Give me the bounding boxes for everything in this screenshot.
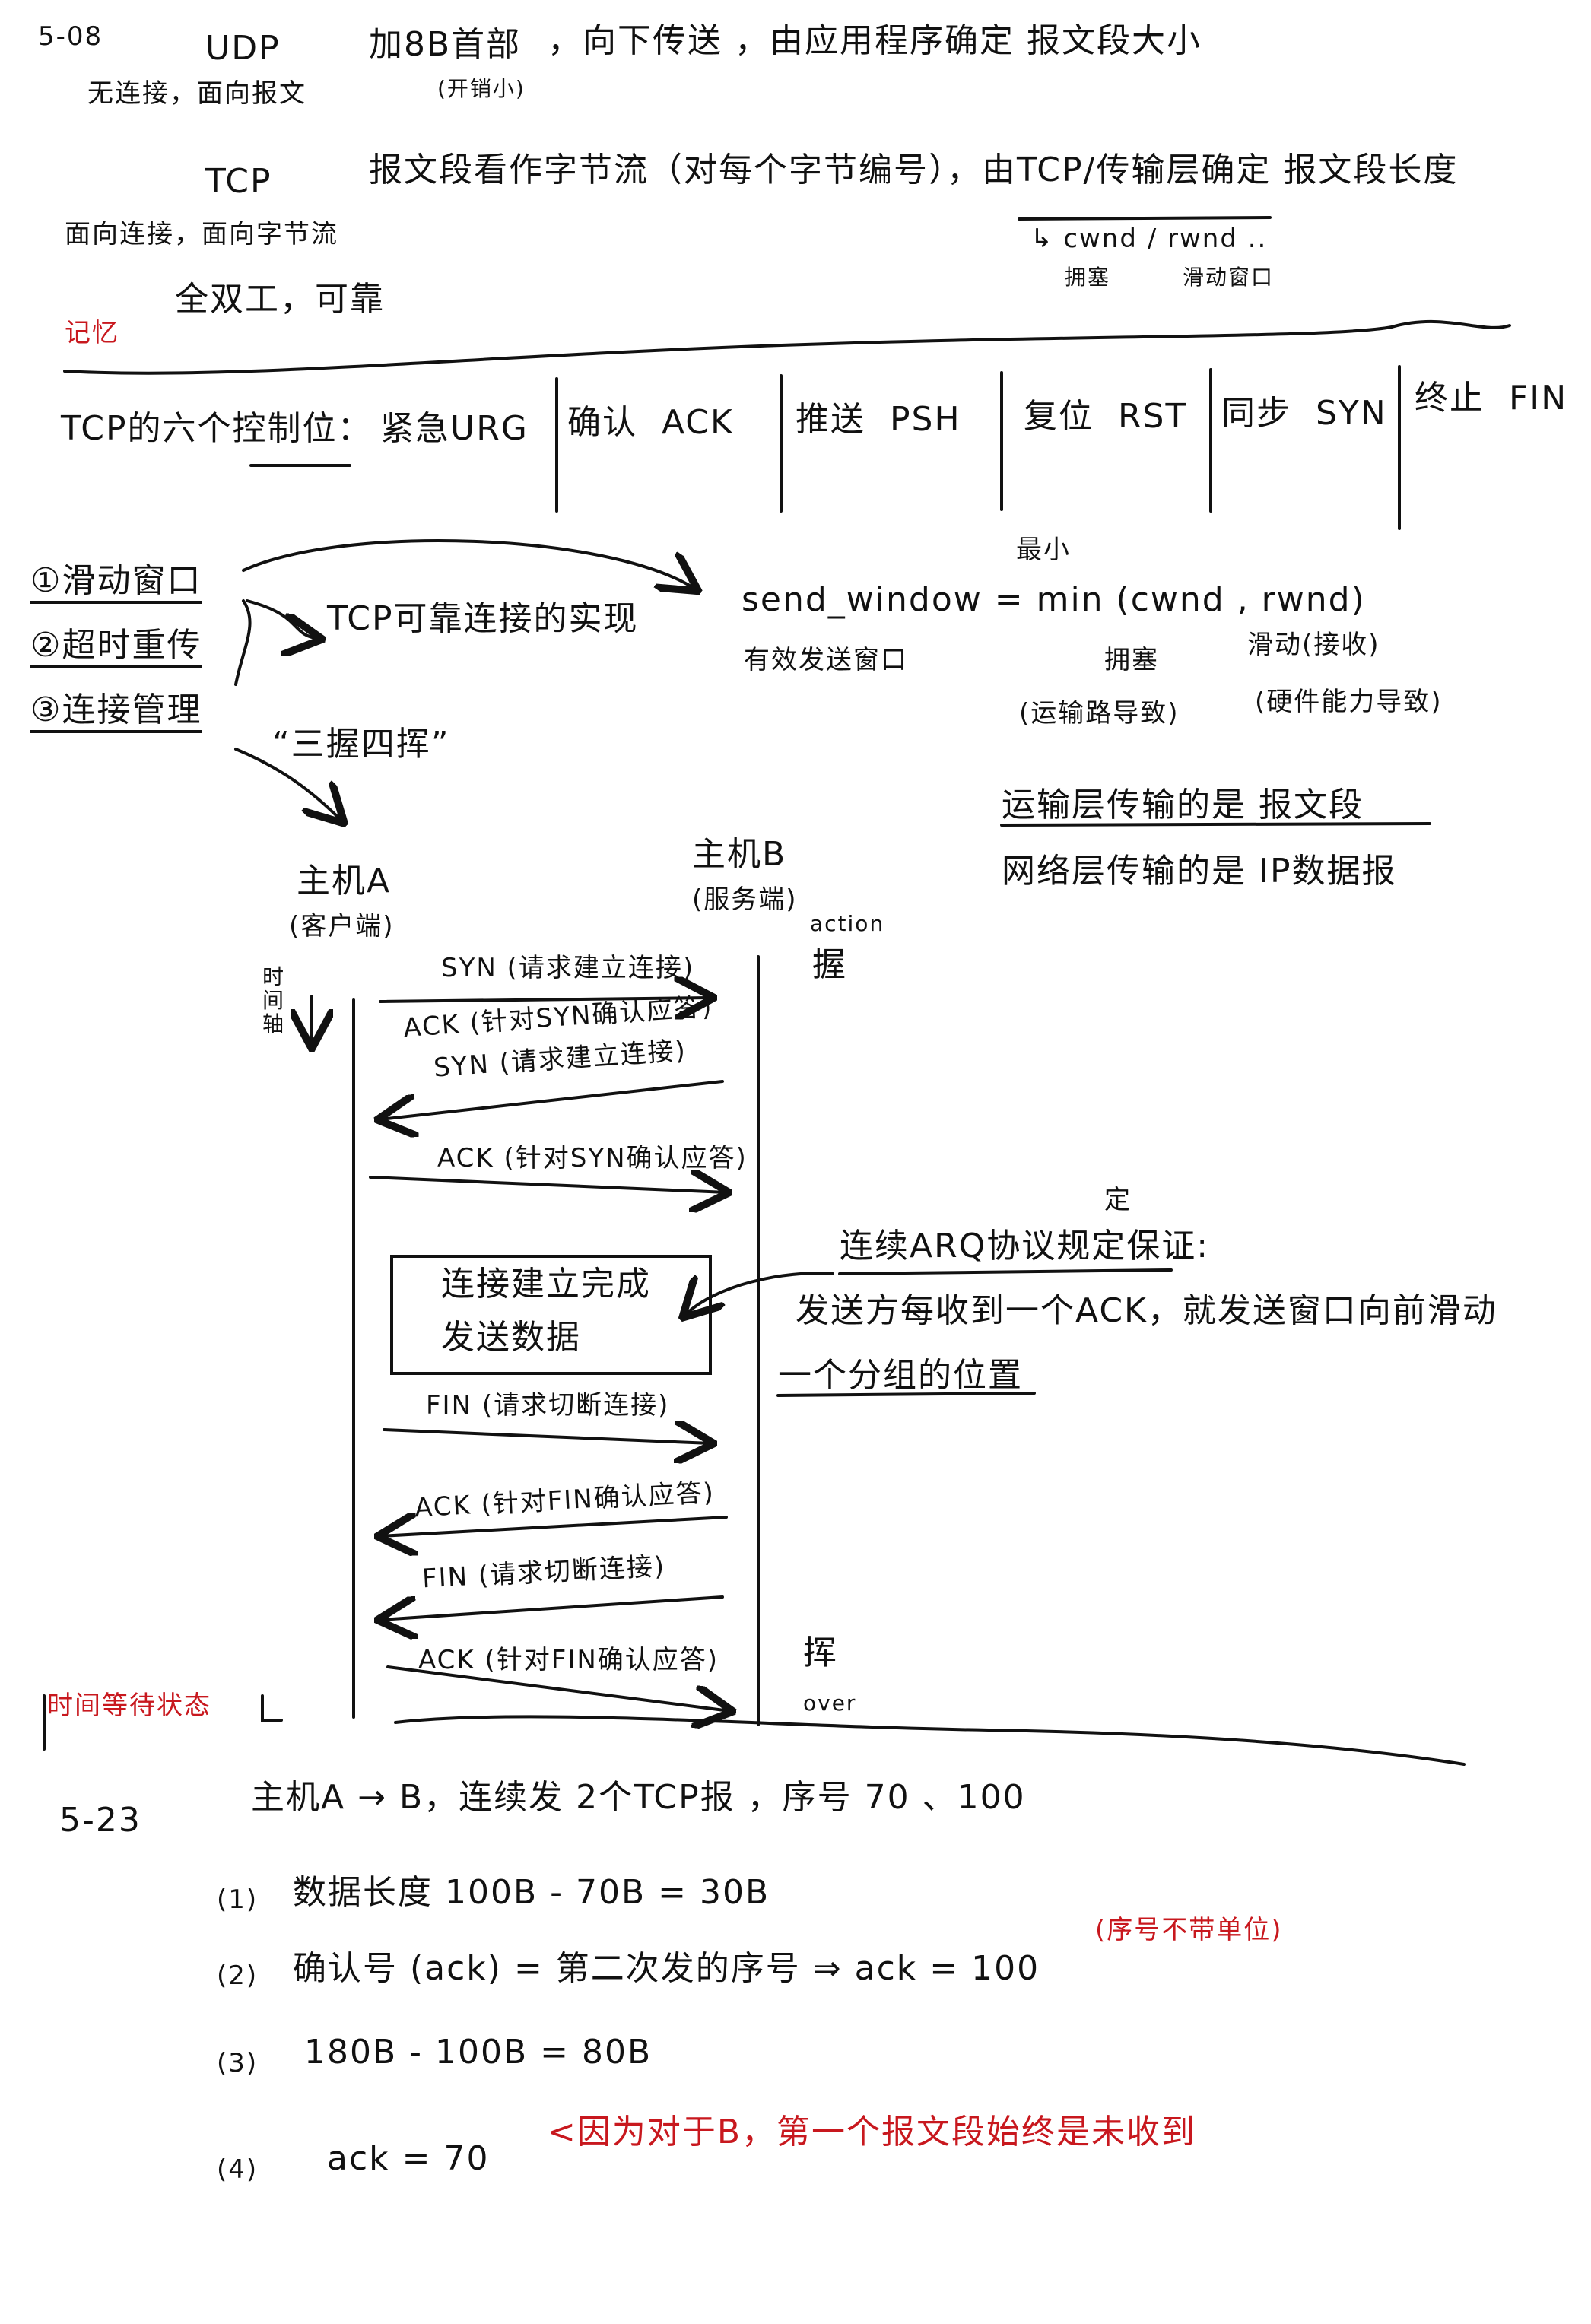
msg-arrow bbox=[369, 1177, 726, 1192]
message-label: ACK (针对FIN确认应答) bbox=[418, 1645, 719, 1675]
arrow-to-summary bbox=[246, 599, 319, 639]
shake-label: 握 bbox=[812, 945, 847, 984]
action-label: action bbox=[810, 911, 885, 936]
answer-text: 数据长度 100B - 70B = 30B bbox=[293, 1873, 770, 1912]
answer-label: (3) bbox=[217, 2048, 259, 2078]
flag-cn: 同步 bbox=[1221, 394, 1291, 433]
answer-text: 确认号 (ack) = 第二次发的序号 ⇒ ack = 100 bbox=[293, 1949, 1040, 1988]
flag-en: FIN bbox=[1508, 379, 1568, 417]
answer-label: (1) bbox=[217, 1884, 259, 1915]
host-a-label: 主机A bbox=[297, 862, 392, 900]
cwnd-cause: (运输路导致) bbox=[1019, 698, 1180, 729]
tcp-windows: ↳ cwnd / rwnd .. bbox=[1030, 224, 1268, 254]
over-label: over bbox=[803, 1691, 857, 1716]
arq-title: 连续ARQ协议规定保证: bbox=[840, 1227, 1210, 1265]
answer-text: ack = 70 bbox=[327, 2139, 490, 2178]
arq-line-1: 发送方每收到一个ACK，就发送窗口向前滑动 bbox=[796, 1291, 1497, 1330]
arq-correction: 定 bbox=[1104, 1185, 1132, 1215]
answer-text: 180B - 100B = 80B bbox=[304, 2033, 653, 2072]
msg-arrow bbox=[380, 1517, 728, 1536]
flag-en: URG bbox=[450, 409, 529, 448]
udp-desc: ，向下传送 ，由应用程序确定 报文段大小 bbox=[548, 21, 1202, 60]
arq-line-2: 一个分组的位置 bbox=[778, 1356, 1023, 1395]
wave-label: 挥 bbox=[803, 1633, 838, 1672]
message-label: ACK (针对SYN确认应答) bbox=[437, 1143, 748, 1173]
msg-arrow bbox=[380, 1595, 724, 1620]
memo-note: 记忆 bbox=[65, 318, 119, 348]
min-note: 最小 bbox=[1016, 535, 1071, 565]
handshake-note: “三握四挥” bbox=[272, 725, 450, 764]
answer-note: (序号不带单位) bbox=[1095, 1915, 1283, 1945]
arq-connector bbox=[684, 1272, 834, 1316]
reliability-summary: TCP可靠连接的实现 bbox=[327, 599, 639, 638]
udp-header-note: (开销小) bbox=[437, 76, 526, 101]
cwnd-note: 拥塞 bbox=[1104, 645, 1159, 675]
message-label: FIN (请求切断连接) bbox=[426, 1390, 670, 1421]
tcp-traits-2: 全双工，可靠 bbox=[175, 280, 385, 319]
brace bbox=[234, 599, 252, 686]
flag-cn: 确认 bbox=[567, 403, 637, 442]
udp-header-desc: 加8B首部 bbox=[369, 25, 522, 64]
flag-en: SYN bbox=[1315, 394, 1387, 433]
layer-note-network: 网络层传输的是 IP数据报 bbox=[1002, 852, 1397, 891]
underline-arq bbox=[838, 1268, 1173, 1275]
message-label: SYN (请求建立连接) bbox=[441, 953, 695, 983]
flag-syn: 同步 SYN bbox=[1221, 395, 1387, 432]
divider-line bbox=[63, 320, 1511, 375]
msg-arrow bbox=[379, 998, 711, 1002]
underline-layer1 bbox=[1000, 822, 1431, 827]
flag-urg: 紧急URG bbox=[380, 409, 529, 448]
reliability-item: ②超时重传 bbox=[30, 627, 202, 669]
rwnd-note: 滑动窗口 bbox=[1183, 265, 1275, 290]
flag-cn: 终止 bbox=[1415, 379, 1485, 417]
msg-arrow bbox=[383, 1430, 711, 1443]
answer-label: (2) bbox=[217, 1960, 259, 1991]
flag-psh: 推送 PSH bbox=[796, 400, 961, 439]
tcp-desc: 报文段看作字节流（对每个字节编号），由TCP/传输层确定 报文段长度 bbox=[369, 151, 1459, 189]
underline-tcp-layer bbox=[1018, 216, 1272, 221]
box-line-1: 连接建立完成 bbox=[441, 1265, 651, 1303]
send-window-formula: send_window = min (cwnd , rwnd) bbox=[742, 580, 1366, 619]
box-line-2: 发送数据 bbox=[441, 1318, 581, 1357]
flag-en: RST bbox=[1117, 397, 1188, 436]
formula-note: 有效发送窗口 bbox=[744, 645, 908, 675]
data-transfer-box bbox=[390, 1255, 712, 1375]
udp-label: UDP bbox=[205, 29, 281, 68]
flag-en: PSH bbox=[889, 400, 961, 439]
time-wait-bracket bbox=[43, 1694, 283, 1751]
flag-en: ACK bbox=[661, 403, 734, 442]
msg-arrow bbox=[386, 1665, 730, 1711]
flag-cn: 紧急 bbox=[380, 409, 450, 448]
arrow-top bbox=[242, 539, 696, 589]
rwnd-note: 滑动(接收) bbox=[1247, 630, 1380, 660]
answer-note: <因为对于B，第一个报文段始终是未收到 bbox=[548, 2113, 1197, 2151]
udp-traits: 无连接，面向报文 bbox=[87, 78, 306, 109]
host-a-role: (客户端) bbox=[289, 911, 395, 941]
arrow-handshake bbox=[234, 748, 342, 821]
host-b-label: 主机B bbox=[692, 835, 787, 874]
bottom-divider bbox=[394, 1715, 1466, 1766]
problem-statement: 主机A → B，连续发 2个TCP报 ，序号 70 、100 bbox=[251, 1778, 1026, 1817]
layer-note-transport: 运输层传输的是 报文段 bbox=[1002, 786, 1364, 824]
flag-cn: 推送 bbox=[796, 400, 865, 439]
reliability-item: ③连接管理 bbox=[30, 691, 202, 734]
flag-rst: 复位 RST bbox=[1024, 398, 1187, 435]
time-axis-label: 时间轴 bbox=[262, 964, 286, 1037]
tcp-traits: 面向连接，面向字节流 bbox=[65, 219, 338, 249]
rwnd-cause: (硬件能力导致) bbox=[1255, 687, 1443, 717]
flag-fin: 终止 FIN bbox=[1415, 379, 1568, 417]
answer-label: (4) bbox=[217, 2154, 259, 2185]
host-b-role: (服务端) bbox=[692, 884, 798, 915]
section-number: 5-23 bbox=[59, 1801, 141, 1840]
reliability-item: ①滑动窗口 bbox=[30, 562, 202, 605]
msg-arrow bbox=[380, 1080, 724, 1119]
section-number: 5-08 bbox=[38, 21, 103, 52]
cwnd-note: 拥塞 bbox=[1065, 265, 1111, 290]
underline-arq2 bbox=[776, 1392, 1036, 1397]
time-wait-note: 时间等待状态 bbox=[47, 1691, 211, 1721]
control-flags-title: TCP的六个控制位： bbox=[61, 409, 373, 448]
flag-cn: 复位 bbox=[1024, 397, 1094, 436]
flag-ack: 确认 ACK bbox=[567, 403, 734, 442]
tcp-label: TCP bbox=[205, 162, 272, 201]
